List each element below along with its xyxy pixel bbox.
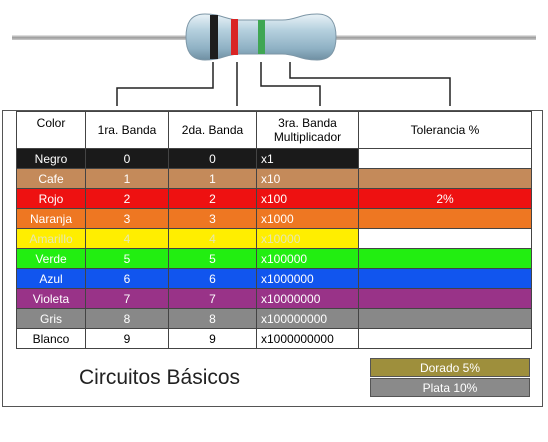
- row-band-1-digit: 7: [85, 288, 169, 309]
- row-tolerance: [358, 148, 532, 169]
- header-band-3: 3ra. Banda Multiplicador: [256, 111, 359, 149]
- row-band-1-digit: 1: [85, 168, 169, 189]
- row-band-1-digit: 4: [85, 228, 169, 249]
- row-tolerance: [358, 248, 532, 269]
- row-multiplier: x1000: [256, 208, 359, 229]
- header-band-2: 2da. Banda: [168, 111, 257, 149]
- row-tolerance: [358, 268, 532, 289]
- resistor-lead-right: [330, 35, 536, 40]
- row-band-1-digit: 2: [85, 188, 169, 209]
- table-frame: [2, 110, 543, 407]
- row-tolerance: [358, 328, 532, 349]
- tolerance-silver: Plata 10%: [370, 378, 530, 397]
- row-tolerance: 2%: [358, 188, 532, 209]
- tolerance-gold-label: Dorado 5%: [419, 361, 481, 375]
- row-multiplier: x100000000: [256, 308, 359, 329]
- row-color-name: Amarillo: [16, 228, 86, 249]
- resistor-illustration: [12, 13, 536, 106]
- header-band-1: 1ra. Banda: [85, 111, 169, 149]
- tolerance-gold: Dorado 5%: [370, 358, 530, 377]
- row-band-1-digit: 6: [85, 268, 169, 289]
- header-color: Color: [16, 111, 86, 149]
- row-tolerance: [358, 208, 532, 229]
- row-color-name: Blanco: [16, 328, 86, 349]
- header-band-3-line1: 3ra. Banda: [278, 116, 337, 130]
- tolerance-silver-label: Plata 10%: [422, 381, 478, 395]
- row-tolerance: [358, 308, 532, 329]
- row-band-2-digit: 6: [168, 268, 257, 289]
- bracket-tolerance: [289, 62, 451, 106]
- row-band-2-digit: 0: [168, 148, 257, 169]
- row-color-name: Naranja: [16, 208, 86, 229]
- row-multiplier: x100000: [256, 248, 359, 269]
- row-band-2-digit: 4: [168, 228, 257, 249]
- row-multiplier: x10000: [256, 228, 359, 249]
- header-band-3-line2: Multiplicador: [273, 130, 342, 144]
- row-multiplier: x10: [256, 168, 359, 189]
- row-multiplier: x1: [256, 148, 359, 169]
- row-band-2-digit: 5: [168, 248, 257, 269]
- row-band-1-digit: 9: [85, 328, 169, 349]
- resistor-band-2: [231, 19, 238, 55]
- caption-title: Circuitos Básicos: [79, 366, 241, 389]
- row-multiplier: x1000000000: [256, 328, 359, 349]
- table-header-row: Color 1ra. Banda 2da. Banda 3ra. Banda M…: [16, 111, 532, 149]
- row-tolerance: [358, 288, 532, 309]
- row-color-name: Verde: [16, 248, 86, 269]
- row-color-name: Cafe: [16, 168, 86, 189]
- row-color-name: Azul: [16, 268, 86, 289]
- row-band-1-digit: 0: [85, 148, 169, 169]
- row-tolerance: [358, 168, 532, 189]
- header-tolerance: Tolerancia %: [358, 111, 532, 149]
- row-band-2-digit: 8: [168, 308, 257, 329]
- row-multiplier: x100: [256, 188, 359, 209]
- row-band-2-digit: 3: [168, 208, 257, 229]
- row-band-1-digit: 8: [85, 308, 169, 329]
- bracket-band-3: [260, 62, 321, 106]
- color-code-table: Color 1ra. Banda 2da. Banda 3ra. Banda M…: [16, 111, 532, 349]
- row-multiplier: x10000000: [256, 288, 359, 309]
- row-tolerance: [358, 228, 532, 249]
- resistor-lead-left: [12, 35, 192, 40]
- row-color-name: Violeta: [16, 288, 86, 309]
- row-color-name: Negro: [16, 148, 86, 169]
- row-band-2-digit: 1: [168, 168, 257, 189]
- row-band-2-digit: 7: [168, 288, 257, 309]
- row-color-name: Gris: [16, 308, 86, 329]
- bracket-band-1: [116, 62, 214, 106]
- row-multiplier: x1000000: [256, 268, 359, 289]
- row-band-1-digit: 3: [85, 208, 169, 229]
- row-band-2-digit: 2: [168, 188, 257, 209]
- row-band-1-digit: 5: [85, 248, 169, 269]
- row-color-name: Rojo: [16, 188, 86, 209]
- resistor-band-1: [210, 15, 218, 59]
- resistor-band-3: [258, 20, 265, 54]
- row-band-2-digit: 9: [168, 328, 257, 349]
